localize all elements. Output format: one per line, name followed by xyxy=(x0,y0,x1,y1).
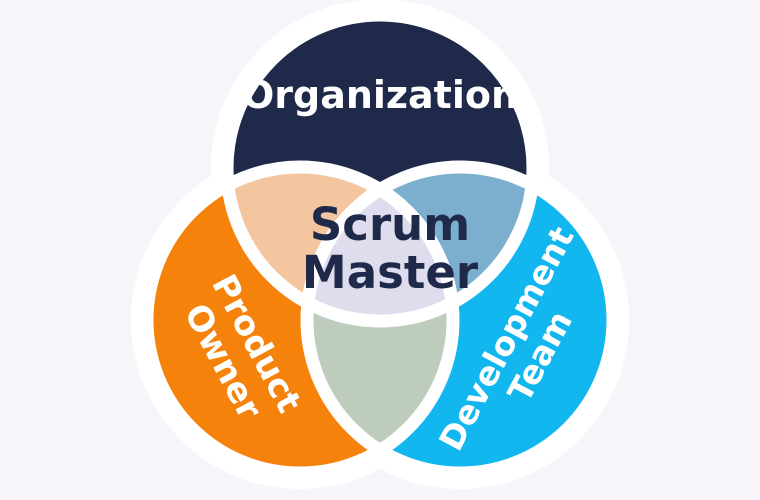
organization-label: Organization xyxy=(242,73,518,117)
center-label-line2: Master xyxy=(302,246,479,299)
circle-separators xyxy=(140,8,620,480)
development-team-separator xyxy=(300,160,620,480)
organization-separator xyxy=(220,8,540,328)
product-owner-separator xyxy=(140,160,460,480)
overlap-all-three[interactable] xyxy=(313,173,607,467)
center-label-line1: Scrum xyxy=(310,198,470,251)
